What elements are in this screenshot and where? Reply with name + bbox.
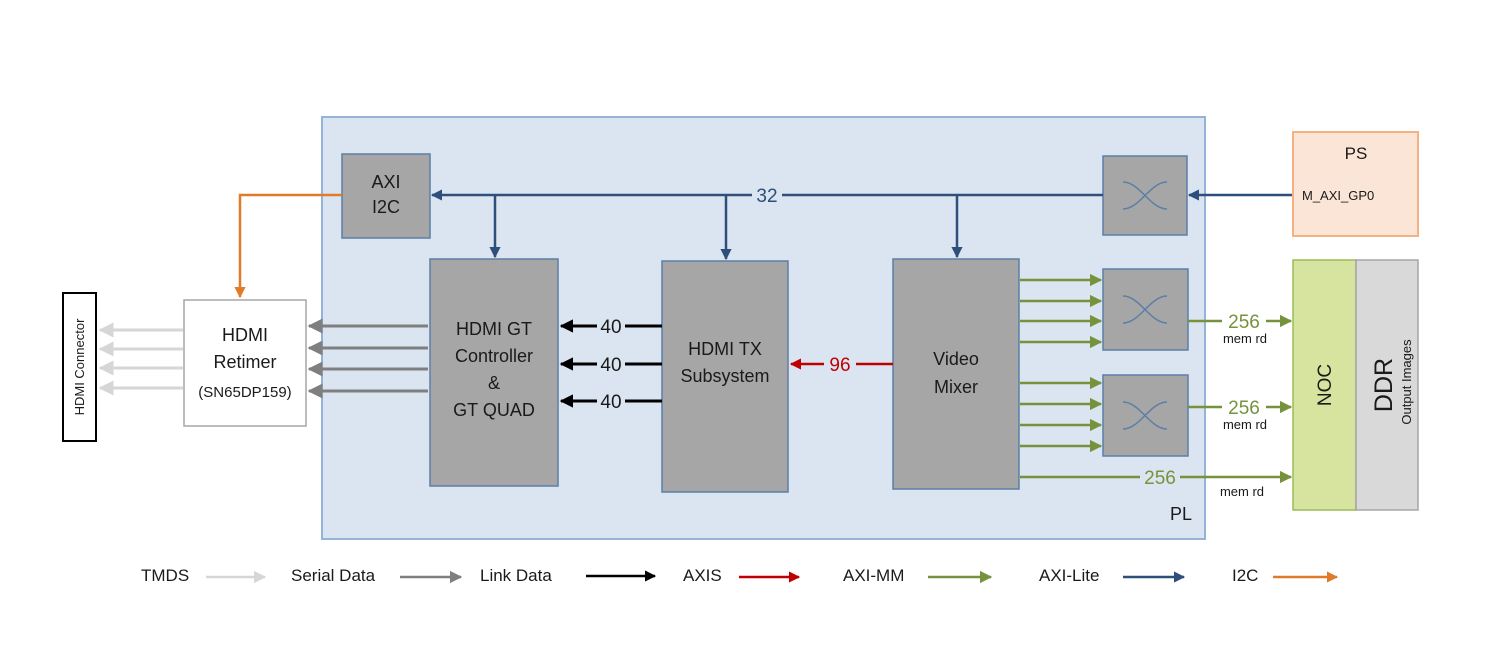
link-width-label: 40 — [600, 317, 621, 338]
interconnect-mid — [1102, 268, 1189, 351]
retimer-line-1: HDMI — [222, 325, 268, 345]
mem-width-label: 256 — [1144, 468, 1176, 489]
legend-axi-lite-label: AXI-Lite — [1039, 566, 1099, 585]
link-width-label: 40 — [600, 392, 621, 413]
noc-label: NOC — [1315, 364, 1336, 406]
i2c-line — [234, 193, 342, 299]
legend-tmds-label: TMDS — [141, 566, 189, 585]
legend-serial-label: Serial Data — [291, 566, 376, 585]
link-width-label: 40 — [600, 355, 621, 376]
legend: TMDS Serial Data Link Data AXIS AXI-MM A… — [141, 566, 1339, 585]
mem-width-label: 256 — [1228, 312, 1260, 333]
gt-line-4: GT QUAD — [453, 400, 535, 420]
link-data-lines — [559, 319, 662, 408]
crossbar-icon — [1122, 401, 1168, 430]
mem-rd-label: mem rd — [1223, 331, 1267, 346]
hdmi-tx-line-1: HDMI TX — [688, 339, 762, 359]
ps-title: PS — [1345, 144, 1368, 163]
gt-line-1: HDMI GT — [456, 319, 532, 339]
retimer-line-3: (SN65DP159) — [198, 384, 291, 401]
crossbar-icon — [1122, 295, 1168, 324]
ddr-subtitle: Output Images — [1399, 339, 1414, 425]
hdmi-connector-label: HDMI Connector — [72, 318, 87, 415]
video-mixer-block: Video Mixer — [892, 258, 1020, 490]
ddr-title: DDR — [1370, 358, 1398, 412]
gt-line-2: Controller — [455, 346, 533, 366]
pl-label: PL — [1170, 504, 1192, 524]
interconnect-low — [1102, 374, 1189, 457]
gt-line-3: & — [488, 373, 500, 393]
interconnect-top — [1102, 155, 1188, 236]
axi-lite-bus — [430, 189, 1292, 261]
crossbar-icon — [1122, 181, 1168, 210]
mem-rd-label: mem rd — [1223, 417, 1267, 432]
axi-i2c-line-1: AXI — [371, 172, 400, 192]
hdmi-retimer-block: HDMI Retimer (SN65DP159) — [183, 299, 307, 427]
serial-data-lines — [307, 318, 428, 399]
legend-axis-label: AXIS — [683, 566, 722, 585]
axis-width-label: 96 — [829, 355, 850, 376]
retimer-line-2: Retimer — [213, 352, 276, 372]
legend-axi-mm-label: AXI-MM — [843, 566, 904, 585]
ps-port-label: M_AXI_GP0 — [1302, 188, 1374, 203]
noc-block: NOC — [1292, 259, 1357, 511]
mixer-line-1: Video — [933, 349, 979, 369]
mem-width-label: 256 — [1228, 398, 1260, 419]
ps-block: PS M_AXI_GP0 — [1292, 131, 1419, 237]
ddr-block: DDR Output Images — [1355, 259, 1419, 511]
legend-link-label: Link Data — [480, 566, 552, 585]
axi-mm-noc-lines — [1188, 314, 1293, 414]
axi-mm-mixer-lines — [1020, 273, 1293, 484]
axi-lite-width-label: 32 — [756, 186, 777, 207]
tmds-lines — [98, 322, 183, 396]
axi-i2c-line-2: I2C — [372, 197, 400, 217]
hdmi-tx-line-2: Subsystem — [680, 366, 769, 386]
axi-i2c-block: AXI I2C — [341, 153, 431, 239]
hdmi-connector: HDMI Connector — [62, 292, 97, 442]
mixer-line-2: Mixer — [934, 377, 978, 397]
hdmi-tx-block: HDMI TX Subsystem — [661, 260, 789, 493]
mem-rd-label: mem rd — [1220, 484, 1264, 499]
legend-i2c-label: I2C — [1232, 566, 1258, 585]
gt-controller-block: HDMI GT Controller & GT QUAD — [429, 258, 559, 487]
